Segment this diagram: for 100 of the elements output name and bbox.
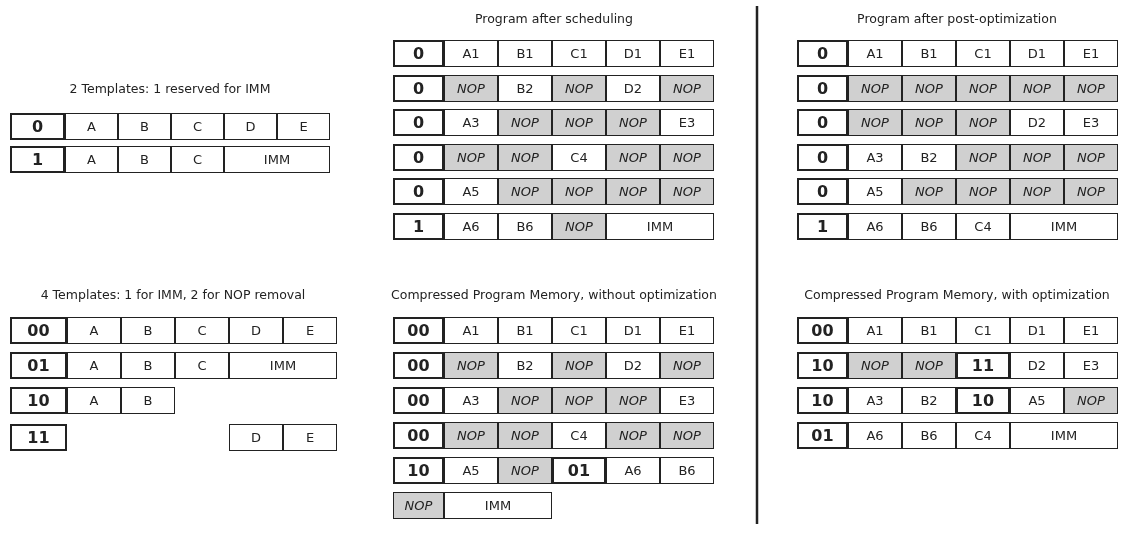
nop-slot: NOP: [606, 144, 660, 171]
panel-title: 4 Templates: 1 for IMM, 2 for NOP removal: [40, 286, 306, 302]
instruction-slot: IMM: [1010, 422, 1118, 449]
nop-slot: NOP: [444, 75, 498, 102]
instruction-slot: E3: [1064, 109, 1118, 136]
template-id: 10: [10, 387, 67, 414]
instruction-slot: E1: [1064, 40, 1118, 67]
instruction-slot: A5: [444, 178, 498, 205]
instruction-slot: D: [229, 317, 283, 344]
instruction-slot: D1: [606, 317, 660, 344]
nop-slot: NOP: [498, 178, 552, 205]
instruction-slot: D: [229, 424, 283, 451]
instruction-slot: B6: [902, 422, 956, 449]
nop-slot: NOP: [498, 109, 552, 136]
nop-slot: NOP: [956, 178, 1010, 205]
instruction-slot: A: [67, 317, 121, 344]
instruction-slot: A: [65, 146, 118, 173]
nop-slot: NOP: [444, 144, 498, 171]
instruction-slot: B6: [660, 457, 714, 484]
instruction-slot: C: [175, 317, 229, 344]
instruction-slot: B1: [902, 317, 956, 344]
instruction-slot: B1: [498, 40, 552, 67]
instruction-slot: B2: [498, 75, 552, 102]
instruction-slot: D2: [606, 352, 660, 379]
nop-slot: NOP: [902, 75, 956, 102]
instruction-slot: B2: [902, 387, 956, 414]
template-id: 10: [797, 387, 848, 414]
nop-slot: NOP: [498, 457, 552, 484]
nop-slot: NOP: [956, 144, 1010, 171]
panel-title: Compressed Program Memory, without optimization: [391, 286, 717, 302]
nop-slot: NOP: [552, 109, 606, 136]
template-id: 0: [797, 40, 848, 67]
instruction-slot: C4: [956, 422, 1010, 449]
template-id: 00: [797, 317, 848, 344]
instruction-slot: B: [118, 146, 171, 173]
nop-slot: NOP: [956, 75, 1010, 102]
nop-slot: NOP: [848, 352, 902, 379]
instruction-slot: E1: [660, 317, 714, 344]
template-id: 0: [797, 178, 848, 205]
instruction-slot: B1: [902, 40, 956, 67]
instruction-slot: B6: [498, 213, 552, 240]
instruction-slot: A3: [444, 109, 498, 136]
instruction-slot: C: [171, 146, 224, 173]
instruction-slot: A1: [848, 40, 902, 67]
nop-slot: NOP: [552, 352, 606, 379]
nop-slot: NOP: [956, 109, 1010, 136]
nop-slot: NOP: [660, 422, 714, 449]
instruction-slot: A6: [848, 422, 902, 449]
instruction-slot: E1: [1064, 317, 1118, 344]
nop-slot: NOP: [444, 422, 498, 449]
template-id: 1: [797, 213, 848, 240]
nop-slot: NOP: [1010, 144, 1064, 171]
instruction-slot: A5: [848, 178, 902, 205]
template-id: 01: [552, 457, 606, 484]
template-id: 00: [393, 387, 444, 414]
instruction-slot: E: [283, 317, 337, 344]
template-id: 10: [393, 457, 444, 484]
instruction-slot: E: [283, 424, 337, 451]
nop-slot: NOP: [552, 178, 606, 205]
nop-slot: NOP: [552, 213, 606, 240]
nop-slot: NOP: [552, 387, 606, 414]
instruction-slot: A3: [848, 387, 902, 414]
nop-slot: NOP: [660, 352, 714, 379]
instruction-slot: E3: [1064, 352, 1118, 379]
template-id: 0: [393, 75, 444, 102]
nop-slot: NOP: [1010, 178, 1064, 205]
template-id: 0: [10, 113, 65, 140]
template-id: 0: [797, 109, 848, 136]
nop-slot: NOP: [1064, 178, 1118, 205]
panel-title: Program after scheduling: [475, 10, 633, 26]
panel-title: 2 Templates: 1 reserved for IMM: [69, 80, 271, 96]
panel-title: Compressed Program Memory, with optimization: [804, 286, 1110, 302]
instruction-slot: B: [121, 317, 175, 344]
instruction-slot: A1: [444, 40, 498, 67]
nop-slot: NOP: [606, 422, 660, 449]
instruction-slot: A6: [606, 457, 660, 484]
nop-slot: NOP: [444, 352, 498, 379]
instruction-slot: C1: [552, 40, 606, 67]
instruction-slot: A5: [1010, 387, 1064, 414]
instruction-slot: E3: [660, 109, 714, 136]
template-id: 01: [797, 422, 848, 449]
instruction-slot: C4: [956, 213, 1010, 240]
template-id: 1: [393, 213, 444, 240]
instruction-slot: A5: [444, 457, 498, 484]
nop-slot: NOP: [498, 144, 552, 171]
template-id: 0: [393, 144, 444, 171]
instruction-slot: A1: [848, 317, 902, 344]
instruction-slot: IMM: [606, 213, 714, 240]
nop-slot: NOP: [552, 75, 606, 102]
instruction-slot: C: [171, 113, 224, 140]
instruction-slot: A: [67, 387, 121, 414]
instruction-slot: B2: [902, 144, 956, 171]
template-id: 1: [10, 146, 65, 173]
instruction-slot: B6: [902, 213, 956, 240]
nop-slot: NOP: [902, 109, 956, 136]
instruction-slot: D2: [1010, 352, 1064, 379]
instruction-slot: IMM: [1010, 213, 1118, 240]
instruction-slot: C1: [956, 317, 1010, 344]
template-id: 0: [797, 75, 848, 102]
instruction-slot: A6: [848, 213, 902, 240]
